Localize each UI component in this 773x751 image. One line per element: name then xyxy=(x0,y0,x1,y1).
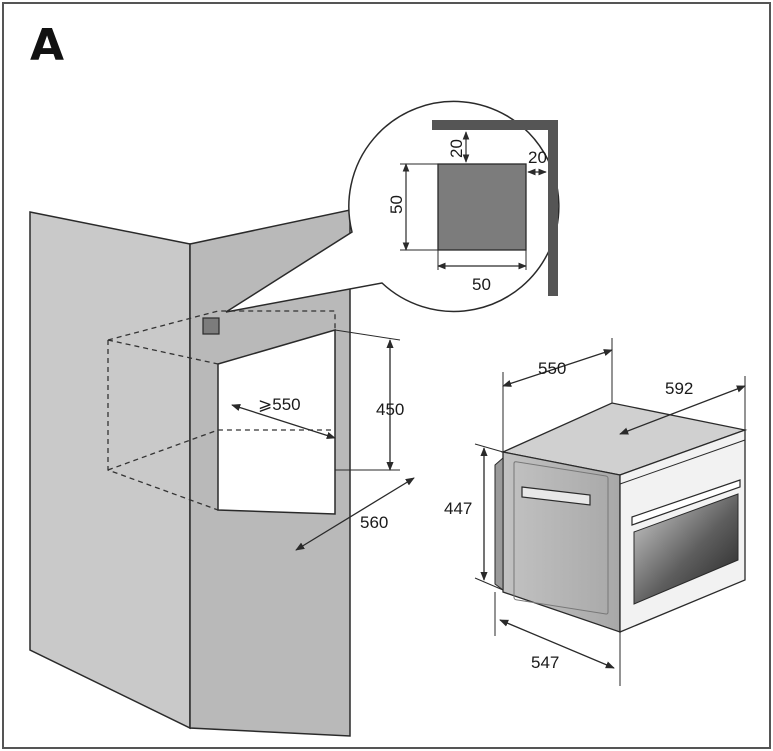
oven-side-handle xyxy=(521,486,591,506)
oven-body-depth-label: 547 xyxy=(531,653,559,672)
oven-rear-flange xyxy=(494,456,504,591)
height-extension-top xyxy=(334,329,401,341)
vent-opening xyxy=(202,317,220,335)
cabinet-height-label: 450 xyxy=(376,400,404,419)
vent-detail-callout: 50 50 20 20 xyxy=(225,100,560,313)
cabinet-dashed-outline xyxy=(107,310,336,511)
oven-top-depth-label: 550 xyxy=(538,359,566,378)
oven-height-ext-top xyxy=(474,443,504,453)
depth-dimension-line xyxy=(231,404,336,439)
oven-body-depth-line xyxy=(499,619,615,669)
vent-detail-square xyxy=(437,163,527,251)
oven-front-width-label: 592 xyxy=(665,379,693,398)
side-clearance-label: 20 xyxy=(528,148,547,167)
top-clearance-label: 20 xyxy=(447,139,466,158)
cabinet-dimensions: ⩾550 450 560 xyxy=(231,329,415,551)
cabinet-side-panel xyxy=(29,211,191,730)
oven-side-panel-inset xyxy=(513,461,609,615)
oven-side-body xyxy=(502,451,621,633)
vent-width-label: 50 xyxy=(472,275,491,294)
cabinet xyxy=(29,209,351,737)
oven-top-depth-line xyxy=(502,349,613,387)
oven-control-strip xyxy=(619,439,746,485)
callout-bubble xyxy=(225,100,560,313)
oven xyxy=(494,402,748,633)
cabinet-depth-label: ⩾550 xyxy=(258,395,301,414)
oven-front-width-line xyxy=(619,385,746,435)
oven-door-window xyxy=(633,493,739,605)
panel-label: A xyxy=(30,20,64,71)
width-dimension-line xyxy=(295,477,415,551)
oven-height-ext-bottom xyxy=(474,577,504,591)
oven-door-handle xyxy=(631,479,741,526)
oven-height-label: 447 xyxy=(444,499,472,518)
cabinet-width-label: 560 xyxy=(360,513,388,532)
vent-height-label: 50 xyxy=(387,195,406,214)
oven-dimensions: 550 592 447 547 xyxy=(444,338,746,686)
